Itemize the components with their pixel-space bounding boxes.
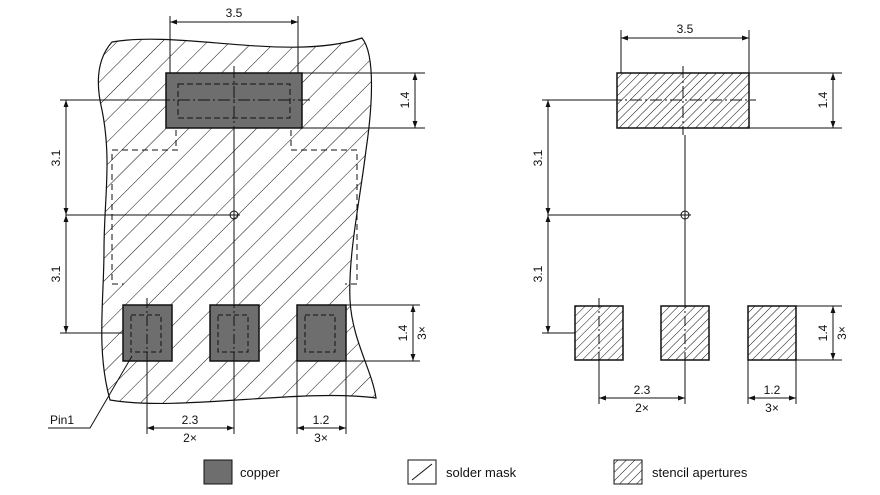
dim-aperture-pitch-count: 2× [635,401,649,415]
dim-pad-width-count: 3× [314,431,328,445]
dim-top-aperture-height: 1.4 [816,91,830,108]
dim-pitch-lower: 3.1 [49,265,63,282]
package-outline [111,149,178,285]
dim-pad-width: 1.2 [313,413,330,427]
dim-top-pad-height: 1.4 [398,91,412,108]
package-outline-right [291,149,358,285]
dim-pad-pitch-count: 2× [183,431,197,445]
bottom-stencil-apertures [574,298,797,368]
dim-pad-pitch: 2.3 [182,413,199,427]
dim-top-aperture-width: 3.5 [677,22,694,36]
dim-aperture-count: 3× [835,326,849,340]
pin1-leader [48,355,133,429]
dim-pad-height: 1.4 [396,324,410,341]
dim-aperture-pitch: 2.3 [634,383,651,397]
dim-pad-count: 3× [415,326,429,340]
dim-pitch-upper-right: 3.1 [531,149,545,166]
legend: copper solder mask stencil apertures [203,459,748,485]
dim-aperture-width: 1.2 [764,383,781,397]
left-view: 3.5 1.4 3.1 3.1 1.4 3× 2.3 2× 1.2 3× Pi [48,6,429,445]
dim-aperture-height: 1.4 [816,324,830,341]
dim-aperture-width-count: 3× [765,401,779,415]
dim-pitch-lower-right: 3.1 [531,265,545,282]
pin1-label: Pin1 [50,413,74,427]
dim-pitch-upper: 3.1 [49,149,63,166]
bottom-copper-pads [122,298,347,368]
legend-solder-mask-label: solder mask [446,465,517,480]
legend-copper-swatch [203,459,233,485]
legend-stencil-label: stencil apertures [652,465,748,480]
legend-stencil-swatch [613,459,643,485]
dim-top-pad-width: 3.5 [226,6,243,20]
right-view: 3.5 1.4 3.1 3.1 1.4 3× 2.3 2× 1.2 3× [531,22,849,415]
legend-copper-label: copper [240,465,280,480]
